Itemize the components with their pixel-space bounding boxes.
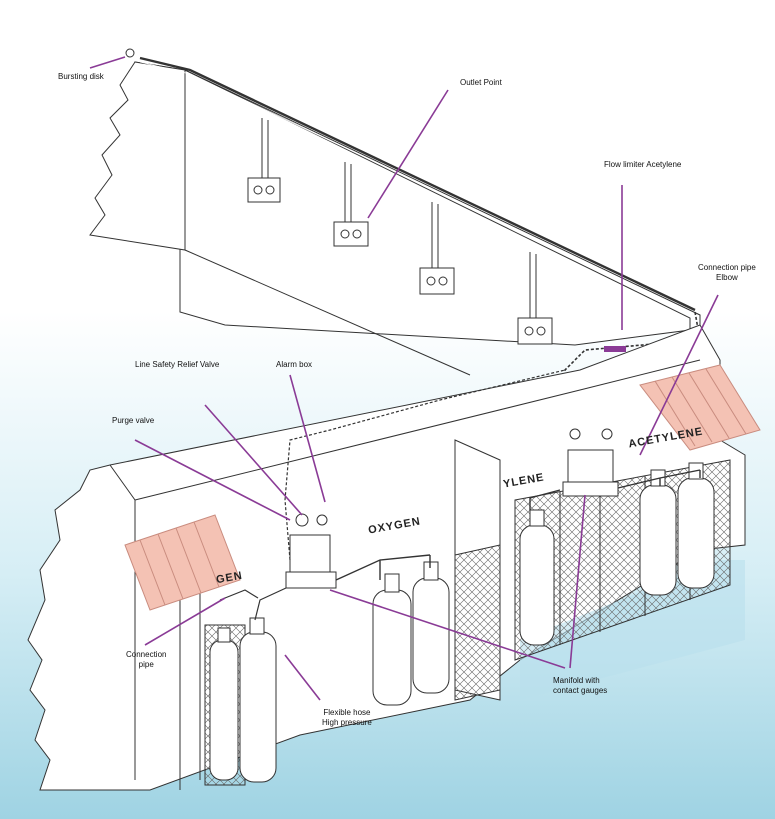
upper-wall [89, 61, 701, 376]
leader-flexible-hose [284, 654, 321, 701]
cylinder-oxygen-2 [412, 561, 450, 694]
leader-bursting-disk [89, 56, 126, 69]
cylinder-acetylene-2 [639, 469, 677, 596]
callout-connection-pipe-line-2: pipe [138, 660, 154, 669]
manifold-acetylene [529, 428, 701, 510]
leader-connection-pipe [144, 597, 226, 646]
callout-alarm-box: Alarm box [276, 360, 313, 369]
callout-connection-pipe: Connection pipe [126, 650, 166, 670]
cylinder-left-2 [239, 617, 277, 783]
callout-purge-valve: Purge valve [112, 416, 155, 425]
callout-flexible-hose-line-2: High pressure [322, 718, 372, 727]
leader-manifold-acetylene [569, 494, 586, 669]
callout-manifold: Manifold with contact gauges [553, 676, 607, 696]
leader-manifold-oxygen [329, 589, 566, 669]
cage-middle [454, 544, 501, 701]
manifold-oxygen [284, 369, 566, 589]
callout-connection-pipe-elbow-line-2: Elbow [716, 273, 738, 282]
callout-manifold-line-1: Manifold with [553, 676, 600, 685]
cylinder-left-1 [209, 627, 239, 781]
callout-flexible-hose-line-1: Flexible hose [323, 708, 371, 717]
outlet-point-2 [333, 162, 369, 247]
leader-alarm-box [289, 374, 326, 503]
leader-outlet-point [367, 89, 449, 219]
outlet-point-4 [517, 252, 553, 345]
callout-line-safety-relief-valve: Line Safety Relief Valve [135, 360, 220, 369]
callout-bursting-disk: Bursting disk [58, 72, 104, 81]
leader-purge-valve [134, 439, 291, 521]
leader-lines [89, 56, 719, 701]
callout-manifold-line-2: contact gauges [553, 686, 608, 695]
outlet-points [247, 118, 553, 345]
leader-line-safety-relief-valve [204, 404, 303, 516]
callout-connection-pipe-line-1: Connection [126, 650, 167, 659]
cylinder-oxygen-1 [372, 573, 412, 706]
callout-connection-pipe-elbow-line-1: Connection pipe [698, 263, 756, 272]
leader-connection-pipe-elbow [639, 294, 719, 456]
callout-outlet-point: Outlet Point [460, 78, 502, 87]
outlet-point-3 [419, 202, 455, 295]
cylinder-acetylene-1 [519, 509, 555, 646]
roof-right [639, 364, 761, 451]
callout-flexible-hose: Flexible hose High pressure [322, 708, 372, 728]
roof-left [124, 514, 241, 611]
callout-flow-limiter: Flow limiter Acetylene [604, 160, 682, 169]
hoses [219, 587, 287, 621]
flow-limiter-marker [604, 346, 626, 352]
callout-connection-pipe-elbow: Connection pipe Elbow [698, 263, 756, 283]
outlet-point-1 [247, 118, 281, 203]
cylinder-acetylene-3 [677, 462, 715, 589]
